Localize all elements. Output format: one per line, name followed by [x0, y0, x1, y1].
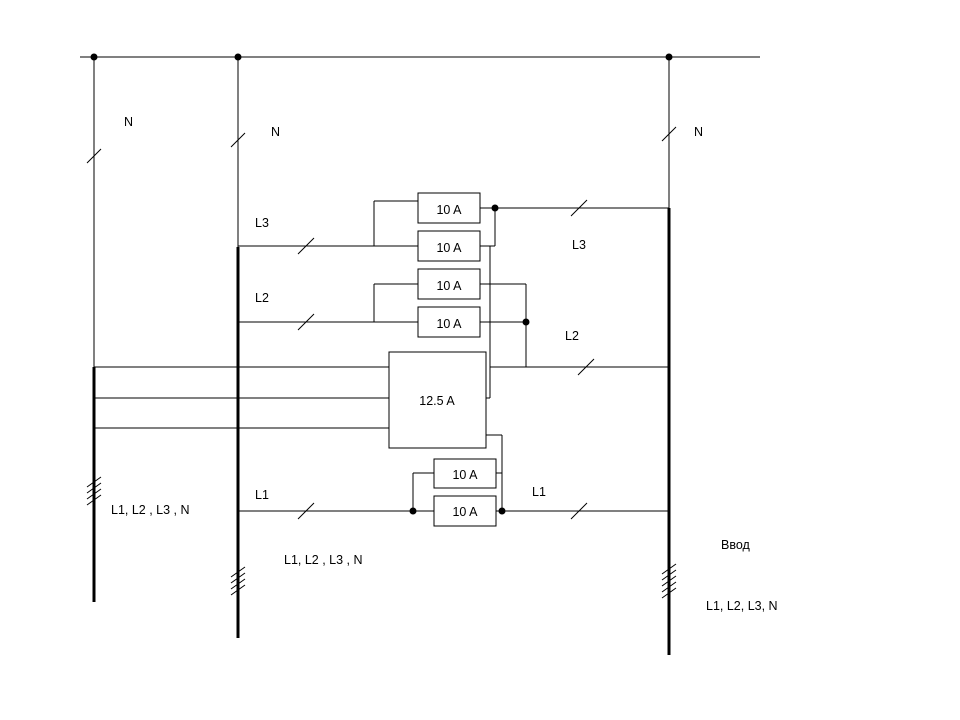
breaker-label: 12.5 A [419, 394, 455, 408]
breaker-label: 10 A [452, 468, 478, 482]
breaker-label: 10 A [436, 279, 462, 293]
breaker-label: 10 A [436, 241, 462, 255]
conductor-tick [570, 199, 588, 217]
junction-dot [498, 507, 506, 515]
junction-dot [522, 318, 530, 326]
conductor-tick [297, 313, 315, 331]
label-l1: L1 [255, 488, 269, 502]
conductor-tick [661, 126, 677, 142]
label-l2: L2 [565, 329, 579, 343]
label-n: N [124, 115, 133, 129]
label-input-phases: L1, L2, L3, N [706, 599, 778, 613]
breaker-label: 10 A [452, 505, 478, 519]
label-n: N [271, 125, 280, 139]
conductor-tick [577, 358, 595, 376]
conductor-tick [86, 148, 102, 164]
label-input-title: Ввод [721, 538, 751, 552]
multi-conductor-ticks-left [86, 476, 102, 506]
conductor-tick [297, 502, 315, 520]
breaker-l3-lower [417, 230, 481, 262]
label-n: N [694, 125, 703, 139]
breaker-l2-upper [417, 268, 481, 300]
label-bus-left: L1, L2 , L3 , N [111, 503, 190, 517]
label-l2: L2 [255, 291, 269, 305]
conductor-tick [297, 237, 315, 255]
label-l3: L3 [255, 216, 269, 230]
multi-conductor-ticks-mid [230, 566, 246, 596]
label-l3: L3 [572, 238, 586, 252]
breaker-l3-upper [417, 192, 481, 224]
conductor-tick [230, 132, 246, 148]
breaker-label: 10 A [436, 203, 462, 217]
breaker-l1-upper [433, 458, 497, 489]
label-bus-mid: L1, L2 , L3 , N [284, 553, 363, 567]
breaker-label: 10 A [436, 317, 462, 331]
conductor-tick [570, 502, 588, 520]
multi-conductor-ticks-right [661, 563, 677, 599]
breaker-main [388, 351, 487, 449]
label-l1: L1 [532, 485, 546, 499]
